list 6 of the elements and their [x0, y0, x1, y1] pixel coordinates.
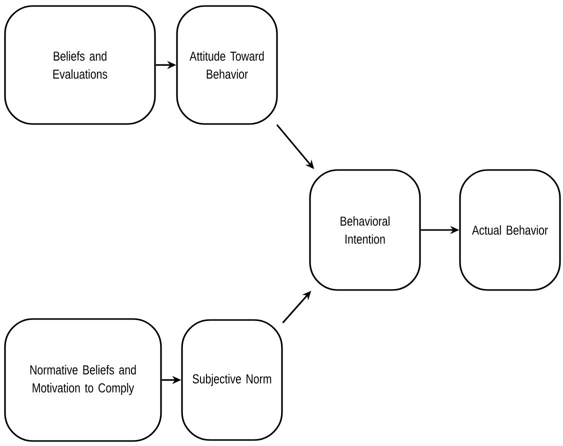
process-box: Actual Behavior	[459, 169, 561, 291]
process-box: Subjective Norm	[181, 319, 283, 441]
process-box: Behavioral Intention	[309, 169, 421, 291]
process-box: Attitude Toward Behavior	[176, 5, 278, 125]
process-box: Beliefs and Evaluations	[4, 5, 156, 125]
process-box: Normative Beliefs and Motivation to Comply	[4, 318, 162, 442]
